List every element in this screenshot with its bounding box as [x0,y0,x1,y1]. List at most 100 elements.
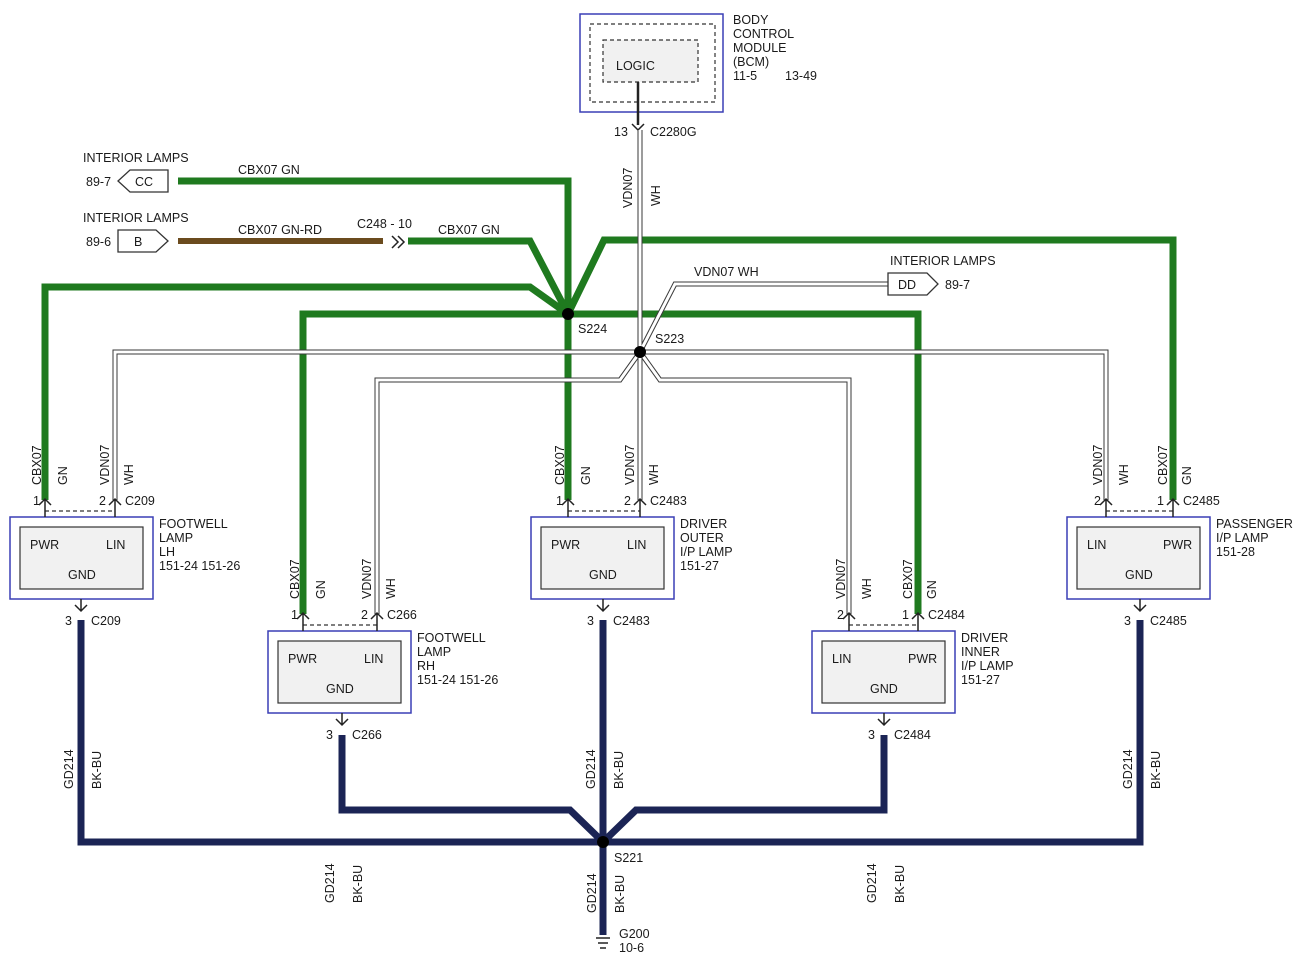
lamp-left-wire-circuit: CBX07 [288,559,302,599]
lamp-gnd-circuit: GD214 [323,863,337,903]
interior-lamps-b-ref: 89-6 [86,235,111,249]
lamp-gnd-label: GND [589,568,617,582]
interior-lamps-b: INTERIOR LAMPS 89-6 B [83,211,189,253]
lamp-right-wire-circuit: VDN07 [98,445,112,485]
lamp-left-pin-label: PWR [288,652,317,666]
lamp-refs: 151-27 [680,559,719,573]
inline-connector-icon [391,235,406,249]
lamp-name-line: RH [417,659,435,673]
lamp-name-line: INNER [961,645,1000,659]
lamp-name-line: I/P LAMP [961,659,1014,673]
lamp-gnd-circuit: GD214 [584,749,598,789]
lamp-inner-box [821,640,946,704]
lamp-right-wire-circuit: CBX07 [901,559,915,599]
lamp-gnd-color: BK-BU [90,751,104,789]
ground-point-label: G200 [619,927,650,941]
bcm-title-2: CONTROL [733,27,794,41]
lamp-gnd-connector-icon [877,713,891,727]
lamp-name-line: LAMP [417,645,451,659]
lamp-gnd-connector-icon [596,599,610,613]
lamp-right-wire-circuit: VDN07 [360,559,374,599]
lamp-left-pin-number: 1 [33,494,40,508]
lamp-gnd-label: GND [870,682,898,696]
lamp-left-wire-circuit: VDN07 [1091,445,1105,485]
splice-s224-label: S224 [578,322,607,336]
lamp-refs: 151-24 151-26 [417,673,498,687]
lamp-right-pin-label: PWR [908,652,937,666]
cc-circuit-label: CBX07 GN [238,163,300,177]
lamp-right-pin-label: LIN [364,652,383,666]
lamp-left-wire-circuit: CBX07 [30,445,44,485]
lamp-left-connector-icon [1099,497,1113,517]
lamp-name-line: LAMP [159,531,193,545]
lamp-bottom-connector: C266 [352,728,382,742]
lamp-bottom-connector: C2485 [1150,614,1187,628]
lamp-refs: 151-27 [961,673,1000,687]
lamp-gnd-connector-icon [74,599,88,613]
lamp-name-line: LH [159,545,175,559]
lamp-right-pin-number: 1 [902,608,909,622]
lamp-gnd-pin-number: 3 [868,728,875,742]
lamp-name-line: I/P LAMP [1216,531,1269,545]
vdn-trunk-circuit: VDN07 [621,168,635,208]
lamp-left-pin-label: PWR [30,538,59,552]
ground-color-label: BK-BU [613,875,627,913]
lamp-left-pin-number: 1 [291,608,298,622]
lamp-right-wire-color: WH [384,578,398,599]
lamp-right-pin-label: LIN [627,538,646,552]
ground-icon [596,937,610,949]
lamp-right-pin-number: 2 [624,494,631,508]
lamp-name-line: DRIVER [680,517,727,531]
lamp-left-wire-color: WH [1117,464,1131,485]
lamp-gnd-label: GND [326,682,354,696]
lamp-left-wire-circuit: CBX07 [553,445,567,485]
lamp-inner-box [1076,526,1201,590]
bcm-title-4: (BCM) [733,55,769,69]
lamp-right-wire-color: GN [1180,466,1194,485]
lamp-left-wire-color: GN [56,466,70,485]
bcm-ref-b: 13-49 [785,69,817,83]
b-circuit-label: CBX07 GN-RD [238,223,322,237]
lamp-refs: 151-24 151-26 [159,559,240,573]
lamp-left-connector-icon [561,497,575,517]
lamp-right-wire-color: GN [925,580,939,599]
bcm-title-1: BODY [733,13,769,27]
lamp-gnd-pin-number: 3 [1124,614,1131,628]
lamp-left-connector-icon [296,611,310,631]
splice-s224-icon [562,308,574,320]
interior-lamps-dd-ref: 89-7 [945,278,970,292]
lamp-gnd-connector-icon [335,713,349,727]
lamp-gnd-pin-number: 3 [65,614,72,628]
lamp-refs: 151-28 [1216,545,1255,559]
lamp-left-connector-icon [38,497,52,517]
ground-circuit-label: GD214 [585,873,599,913]
interior-lamps-dd-title: INTERIOR LAMPS [890,254,996,268]
interior-lamps-dd-flag: DD [898,278,916,292]
lamp-right-pin-label: PWR [1163,538,1192,552]
bcm-logic-label: LOGIC [616,59,655,73]
lamp-gnd-color: BK-BU [612,751,626,789]
lamp-gnd-color: BK-BU [893,865,907,903]
lamp-left-wire-color: WH [860,578,874,599]
splice-s221-label: S221 [614,851,643,865]
lamp-gnd-label: GND [68,568,96,582]
lamp-left-wire-color: GN [314,580,328,599]
lamp-right-wire-circuit: VDN07 [623,445,637,485]
lamp-right-connector-icon [911,611,925,631]
lamp-name-line: DRIVER [961,631,1008,645]
interior-lamps-cc: INTERIOR LAMPS 89-7 CC [83,151,189,193]
interior-lamps-b-title: INTERIOR LAMPS [83,211,189,225]
splice-s223-label: S223 [655,332,684,346]
lamp-gnd-circuit: GD214 [1121,749,1135,789]
lamp-right-pin-number: 2 [99,494,106,508]
lamp-name-line: OUTER [680,531,724,545]
lamp-left-wire-circuit: VDN07 [834,559,848,599]
lamp-left-pin-label: PWR [551,538,580,552]
lamp-name-line: FOOTWELL [159,517,228,531]
interior-lamps-cc-flag: CC [135,175,153,189]
lamp-left-wire-color: GN [579,466,593,485]
dd-circuit-label: VDN07 WH [694,265,759,279]
